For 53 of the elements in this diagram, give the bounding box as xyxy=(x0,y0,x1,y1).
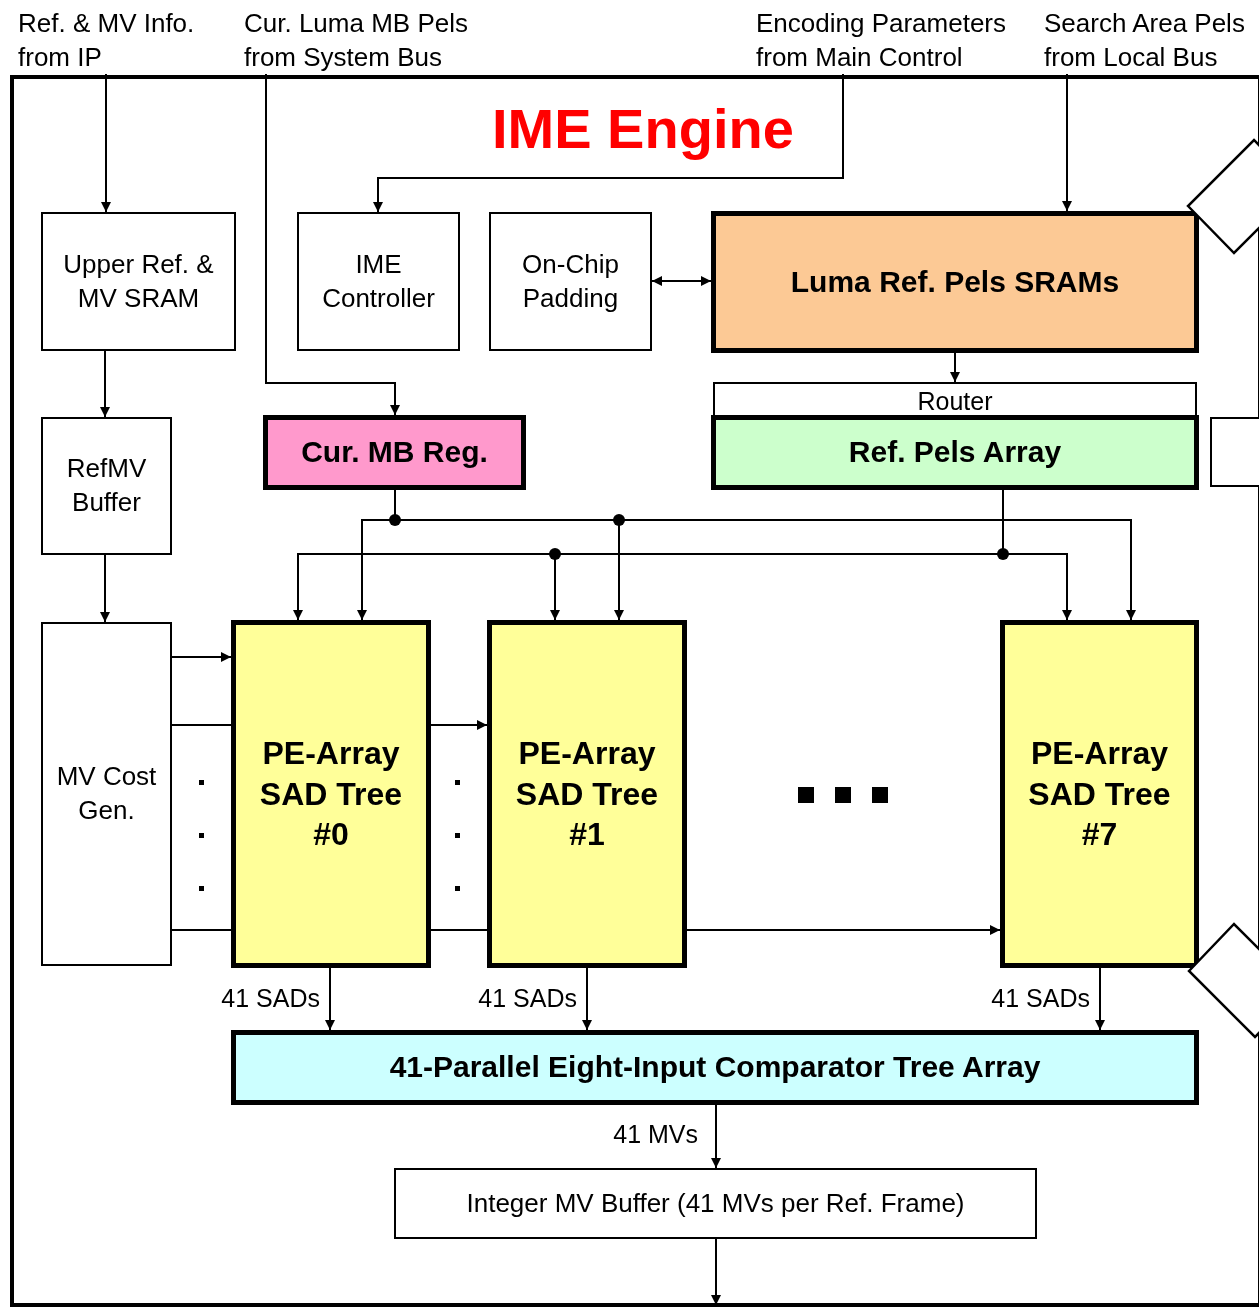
block-label: 41-Parallel Eight-Input Comparator Tree Array xyxy=(388,1049,1042,1086)
block-label: Ref. Pels Array xyxy=(847,434,1063,471)
arrow xyxy=(651,276,712,286)
block-label: RefMV Buffer xyxy=(65,452,148,519)
block-label: MV Cost Gen. xyxy=(55,760,158,827)
block-box xyxy=(711,211,1199,353)
block-box xyxy=(231,1030,1199,1105)
block-label: Router xyxy=(917,386,993,417)
block-box xyxy=(41,212,236,351)
arrow xyxy=(950,352,960,383)
arrow xyxy=(430,720,488,730)
block-label: PE-Array SAD Tree #1 xyxy=(514,733,660,855)
block-label: Upper Ref. & MV SRAM xyxy=(62,247,215,315)
block-label: Luma Ref. Pels SRAMs xyxy=(789,263,1121,300)
arrow xyxy=(100,350,110,418)
block-box xyxy=(1000,620,1199,968)
block-box xyxy=(41,622,172,966)
block-box xyxy=(263,415,526,490)
connector-line xyxy=(171,929,232,931)
block-label: IME Controller xyxy=(321,247,436,315)
input-label-text: Encoding Parameters from Main Control xyxy=(755,7,1008,74)
block-box xyxy=(487,620,687,968)
frame-label: IME Engine xyxy=(492,97,794,161)
arrow xyxy=(373,73,844,213)
engine-frame xyxy=(10,75,1259,1307)
arrow xyxy=(1062,73,1072,212)
input-label-text: Search Area Pels from Local Bus xyxy=(1043,7,1246,74)
arrow xyxy=(265,73,400,416)
block-label: Cur. MB Reg. xyxy=(300,434,489,471)
arrow xyxy=(711,1238,721,1306)
arrow xyxy=(100,554,110,623)
arrow xyxy=(1095,967,1105,1031)
input-label-text: Ref. & MV Info. from IP xyxy=(17,7,196,74)
arrow xyxy=(101,73,111,213)
block-label: Integer MV Buffer (41 MVs per Ref. Frame) xyxy=(465,1186,966,1220)
block-box xyxy=(231,620,431,968)
block-box xyxy=(41,417,172,555)
block-box xyxy=(394,1168,1037,1239)
connector-line xyxy=(171,724,232,726)
block-label: On-Chip Padding xyxy=(521,247,620,315)
block-box xyxy=(711,415,1199,490)
block-label: PE-Array SAD Tree #0 xyxy=(258,733,404,855)
block-label: PE-Array SAD Tree #7 xyxy=(1027,733,1172,855)
block-box xyxy=(297,212,460,351)
arrow xyxy=(711,1104,721,1169)
arrow xyxy=(686,925,1001,935)
router-bar xyxy=(713,382,1197,418)
arrow xyxy=(171,652,232,662)
arrow xyxy=(325,967,335,1031)
connector-line xyxy=(430,929,488,931)
block-box xyxy=(489,212,652,351)
arrow xyxy=(582,967,592,1031)
input-label-text: Cur. Luma MB Pels from System Bus xyxy=(243,7,469,74)
